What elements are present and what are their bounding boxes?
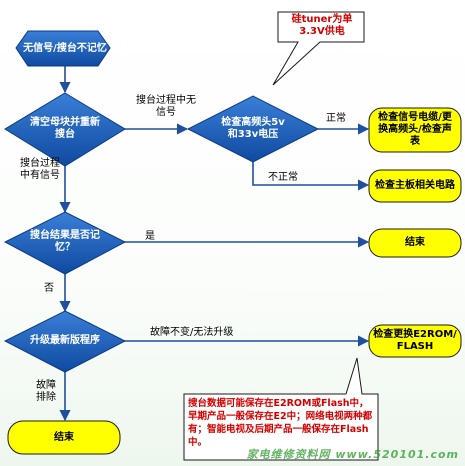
- tuner-supply-callout-shape: [272, 11, 365, 86]
- arrow-tuner-to-board: [252, 162, 370, 191]
- check-board-node-shape: [368, 169, 462, 203]
- check-tuner-diamond: [186, 95, 320, 163]
- edge-label-yes: 是: [145, 231, 155, 242]
- check-e2rom-node: 检查更换E2ROM/FLASH: [373, 329, 457, 352]
- clear-module-diamond: [4, 92, 126, 167]
- check-cable-node-shape: [368, 107, 462, 153]
- watermark: 家电维修资料网 www.520101.com: [246, 448, 459, 461]
- upgrade-diamond: [3, 310, 127, 373]
- check-e2rom-node-shape: [368, 324, 462, 358]
- edge-label-fault-cleared: 故障排除: [36, 380, 56, 403]
- edge-label-no: 否: [44, 283, 54, 294]
- search-saved-node: 搜台结果是否记忆？: [30, 230, 100, 253]
- edge-label-has-signal: 搜台过程中有信号: [20, 158, 60, 181]
- start-node-shape: [15, 30, 111, 67]
- start-node: 无信号/搜台不记忆: [23, 42, 107, 54]
- end-right-node-shape: [368, 228, 462, 258]
- connectors: [59, 66, 370, 422]
- search-saved-diamond: [3, 211, 127, 275]
- end-bottom-node-shape: [7, 420, 121, 455]
- end-right-node: 结束: [405, 237, 425, 248]
- storage-note-callout: 搜台数据可能保存在E2ROM或Flash中，早期产品一般保存在E2中；网络电视两…: [188, 398, 373, 448]
- check-tuner-node: 检查高频头5v和33v电压: [221, 117, 285, 140]
- edge-label-no-signal: 搜台过程中无信号: [136, 95, 196, 118]
- edge-label-abnormal: 不正常: [268, 172, 298, 183]
- storage-note-callout-shape: [183, 357, 379, 461]
- upgrade-node: 升级最新版程序: [30, 335, 100, 346]
- edge-label-fault-persists: 故障不变/无法升级: [150, 327, 234, 338]
- check-cable-node: 检查信号电缆/更换高频头/检查声表: [378, 112, 452, 147]
- end-bottom-node: 结束: [54, 431, 74, 443]
- clear-module-node: 清空母块并重新搜台: [30, 117, 100, 140]
- edge-label-normal: 正常: [326, 113, 346, 124]
- check-board-node: 检查主板相关电路: [375, 180, 455, 191]
- tuner-supply-callout: 硅tuner为单3.3V供电: [291, 14, 353, 37]
